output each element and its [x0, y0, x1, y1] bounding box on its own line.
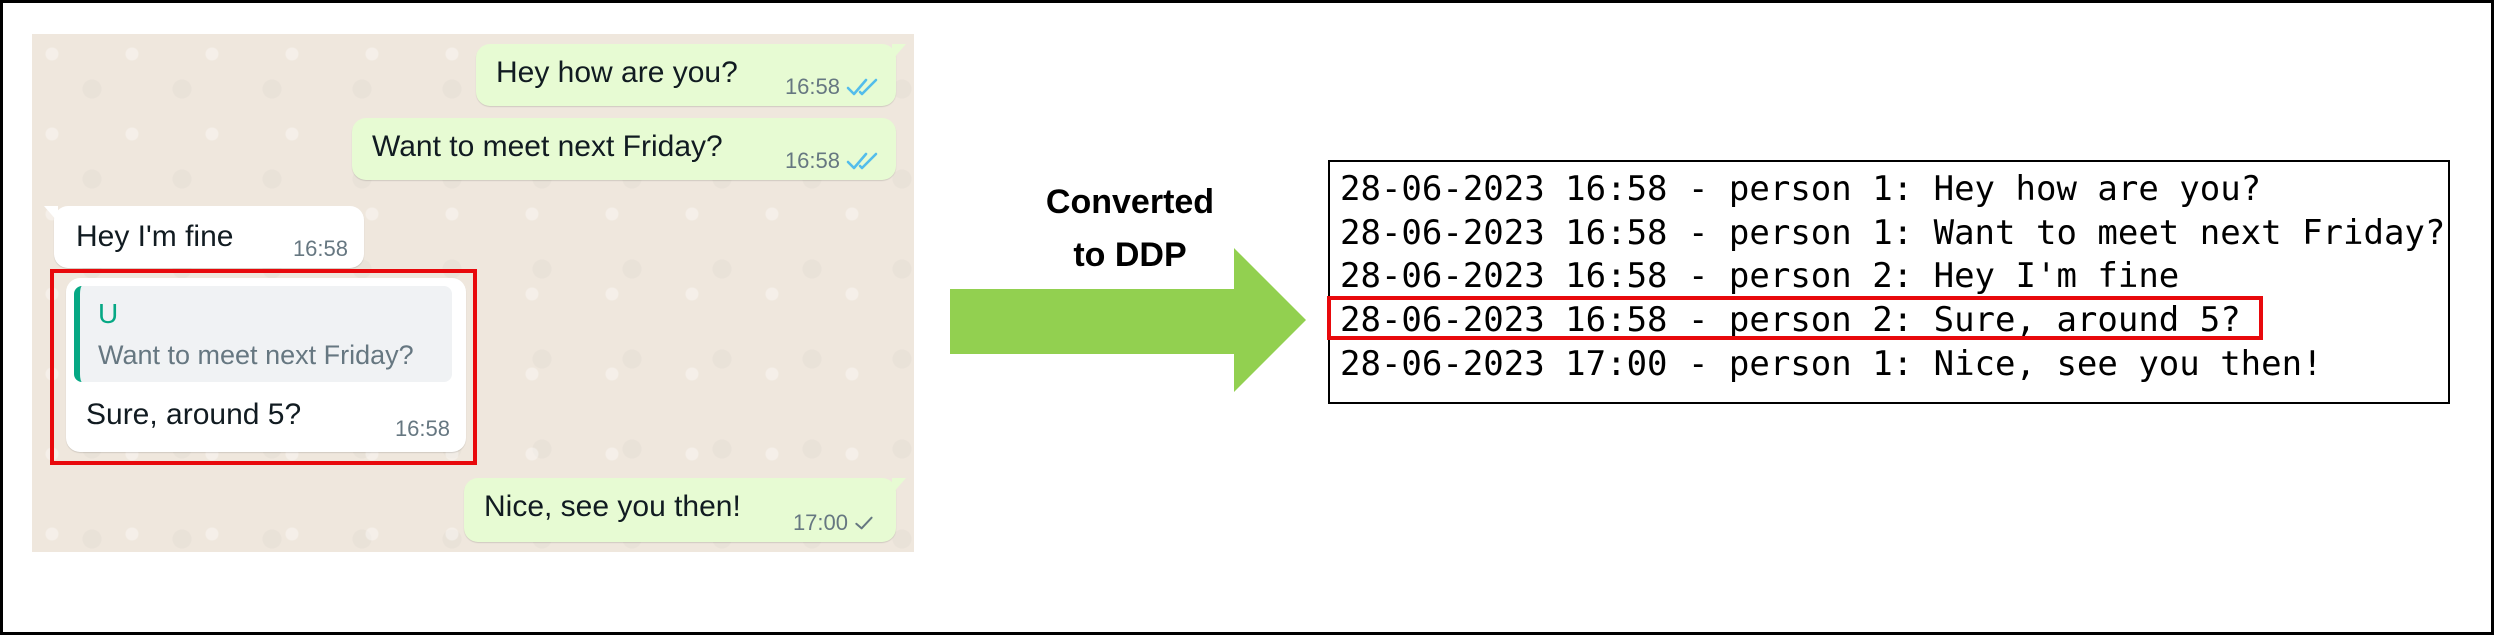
arrow-caption-line-2: to DDP — [1073, 236, 1187, 274]
arrow-caption-line-1: Converted — [1045, 183, 1215, 221]
incoming-message-1: Hey I'm fine 16:58 — [44, 206, 364, 268]
message-text: Want to meet next Friday? — [372, 130, 723, 163]
log-line-3: 28-06-2023 16:58 - person 2: Hey I'm fin… — [1340, 256, 2180, 296]
message-time: 16:58 — [292, 236, 348, 261]
message-text: Hey how are you? — [496, 56, 738, 89]
incoming-reply-message: U Want to meet next Friday? Sure, around… — [66, 278, 466, 452]
message-time: 17:00 — [792, 510, 848, 535]
double-check-read-icon — [846, 78, 878, 96]
log-line-1: 28-06-2023 16:58 - person 1: Hey how are… — [1340, 169, 2262, 209]
message-meta: 16:58 — [785, 74, 880, 100]
arrow-caption: Converted to DDP — [1010, 176, 1250, 282]
quoted-text: Want to meet next Friday? — [98, 340, 414, 370]
message-meta: 16:58 — [293, 236, 348, 262]
message-meta: 16:58 — [395, 416, 450, 442]
quoted-author: U — [98, 298, 119, 329]
outgoing-message-3: Nice, see you then! 17:00 — [464, 478, 906, 542]
message-text: Nice, see you then! — [484, 490, 741, 523]
log-line-4: 28-06-2023 16:58 - person 2: Sure, aroun… — [1340, 300, 2241, 340]
conversion-arrow-icon — [950, 248, 1306, 392]
message-time: 16:58 — [784, 74, 840, 99]
message-time: 16:58 — [394, 416, 450, 441]
message-meta: 16:58 — [785, 148, 880, 174]
outgoing-message-1: Hey how are you? 16:58 — [476, 44, 906, 106]
quoted-message[interactable]: U Want to meet next Friday? — [74, 286, 452, 382]
message-meta: 17:00 — [793, 510, 880, 536]
highlight-box-chat — [50, 269, 477, 465]
outgoing-message-2: Want to meet next Friday? 16:58 — [352, 118, 896, 180]
message-text: Hey I'm fine — [76, 220, 234, 253]
message-text: Sure, around 5? — [86, 398, 302, 431]
log-line-2: 28-06-2023 16:58 - person 1: Want to mee… — [1340, 213, 2446, 253]
double-check-read-icon — [846, 152, 878, 170]
message-time: 16:58 — [784, 148, 840, 173]
highlight-box-log — [1327, 296, 2263, 340]
ddp-log-panel: 28-06-2023 16:58 - person 1: Hey how are… — [1328, 160, 2450, 404]
single-check-sent-icon — [855, 516, 873, 530]
chat-panel: Hey how are you? 16:58 Want to meet next… — [32, 34, 914, 552]
log-line-5: 28-06-2023 17:00 - person 1: Nice, see y… — [1340, 344, 2323, 384]
